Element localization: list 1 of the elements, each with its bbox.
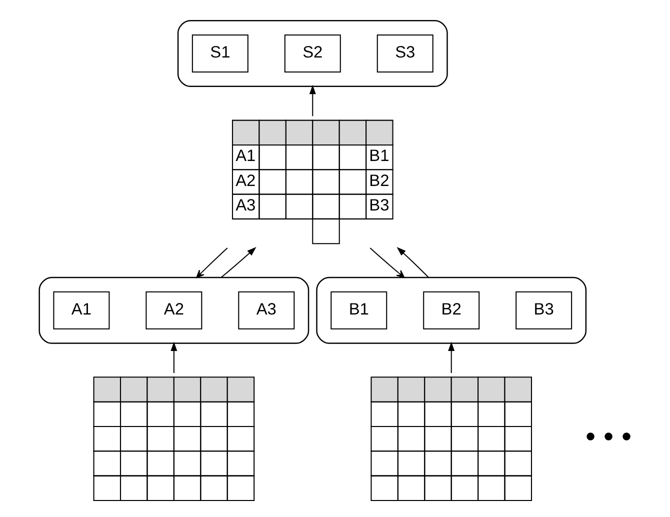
label: • • •	[584, 420, 632, 453]
